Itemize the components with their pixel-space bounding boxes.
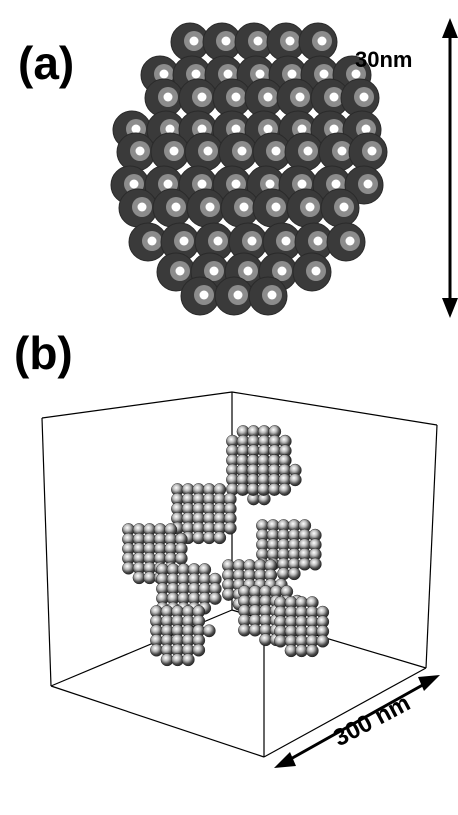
sphere [224,522,236,534]
sphere [209,592,221,604]
scale-arrow-a [442,18,458,318]
sphere [151,133,189,171]
sphere [249,277,287,315]
sphere [299,23,337,61]
sphere [203,625,215,637]
sphere [117,133,155,171]
sphere [181,277,219,315]
sphere [119,189,157,227]
sphere [289,474,301,486]
sphere [317,635,329,647]
sphere [349,133,387,171]
scale-label-a: 30nm [355,49,412,71]
sphere [306,645,318,657]
sphere [187,189,225,227]
sphere [285,133,323,171]
nanocluster [274,596,329,657]
sphere [182,654,194,666]
sphere [279,483,291,495]
nanocluster-aggregate [122,425,329,666]
sphere [215,277,253,315]
nanocluster [236,454,301,495]
sphere [293,253,331,291]
sphere [287,189,325,227]
panel-label-b: (b) [14,330,73,376]
panel-label-a: (a) [18,40,74,86]
sphere [327,223,365,261]
sphere [321,189,359,227]
sphere [193,644,205,656]
sphere [153,189,191,227]
sphere [309,558,321,570]
sphere [219,133,257,171]
sphere [288,568,300,580]
sphere [185,133,223,171]
nanocluster-a [111,23,387,315]
sphere [253,189,291,227]
sphere [214,532,226,544]
sphere [175,552,187,564]
nanocluster [150,605,215,666]
